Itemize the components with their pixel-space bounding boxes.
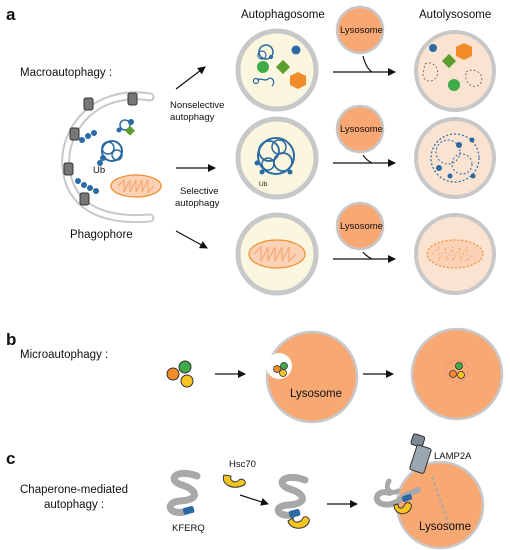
autolysosome-row1 xyxy=(414,30,496,112)
microautophagy-title: Microautophagy : xyxy=(20,349,108,361)
lc3-tag xyxy=(83,97,94,111)
hsc70-chaperone xyxy=(222,474,246,488)
lysosome-label-3: Lysosome xyxy=(340,221,383,232)
translocating-substrate xyxy=(373,478,421,515)
cma-title-line2: autophagy : xyxy=(44,499,104,511)
lc3-tag xyxy=(127,92,138,106)
small-cargo-cluster xyxy=(116,119,135,136)
arrow-to-mitophagy xyxy=(175,230,208,249)
merge-arrow-row2 xyxy=(333,154,396,167)
ubiquitinated-aggregate xyxy=(97,140,123,166)
nonselective-line2: autophagy xyxy=(170,112,215,123)
selective-line2: autophagy xyxy=(175,198,220,209)
substrate-chaperone-complex xyxy=(274,473,310,529)
merge-arrow-row3 xyxy=(333,251,396,263)
lysosome-row3 xyxy=(335,201,385,251)
autolysosome-row3 xyxy=(414,213,496,295)
lc3-tag xyxy=(69,127,80,141)
autophagosome-nonselective xyxy=(235,28,319,112)
mitochondrion xyxy=(110,174,162,198)
merge-arrow-row1 xyxy=(333,55,396,76)
lamp2a-label: LAMP2A xyxy=(434,451,472,462)
arrow-to-nonselective xyxy=(175,66,206,90)
autophagosome-header: Autophagosome xyxy=(241,9,325,21)
autolysosome-header: Autolysosome xyxy=(419,9,491,21)
ub-inner-label: Ub xyxy=(259,181,268,188)
ub-label: Ub xyxy=(93,165,105,176)
cma-title-line1: Chaperone-mediated xyxy=(20,484,128,496)
phagophore xyxy=(61,91,155,224)
autophagosome-selective xyxy=(235,116,319,200)
lysosome-digested xyxy=(410,327,504,421)
lysosome-row2 xyxy=(335,104,385,154)
lamp2a-receptor xyxy=(409,433,432,474)
cma-lysosome-label: Lysosome xyxy=(419,521,471,533)
cma-arrow-1 xyxy=(239,494,269,506)
panel-a-letter: a xyxy=(6,5,16,24)
autolysosome-row2 xyxy=(414,117,496,199)
lysosome-row1 xyxy=(335,5,385,55)
panel-c-letter: c xyxy=(6,449,15,468)
nonselective-line1: Nonselective xyxy=(170,100,224,111)
hsc70-label: Hsc70 xyxy=(229,459,256,470)
lc3-tag xyxy=(79,192,90,206)
phagophore-label: Phagophore xyxy=(70,229,133,241)
lc3-tag xyxy=(63,162,74,176)
substrate-protein xyxy=(166,469,201,516)
lysosome-label-1: Lysosome xyxy=(340,25,383,36)
macroautophagy-title: Macroautophagy : xyxy=(20,67,112,79)
panel-b-letter: b xyxy=(6,330,16,349)
cytosolic-cargo xyxy=(166,360,194,388)
autophagosome-mitophagy xyxy=(235,212,319,296)
lysosome-invagination xyxy=(265,330,359,424)
micro-lysosome-label: Lysosome xyxy=(290,388,342,400)
lysosome-label-2: Lysosome xyxy=(340,124,383,135)
kferq-label: KFERQ xyxy=(172,523,205,534)
selective-line1: Selective xyxy=(180,186,219,197)
